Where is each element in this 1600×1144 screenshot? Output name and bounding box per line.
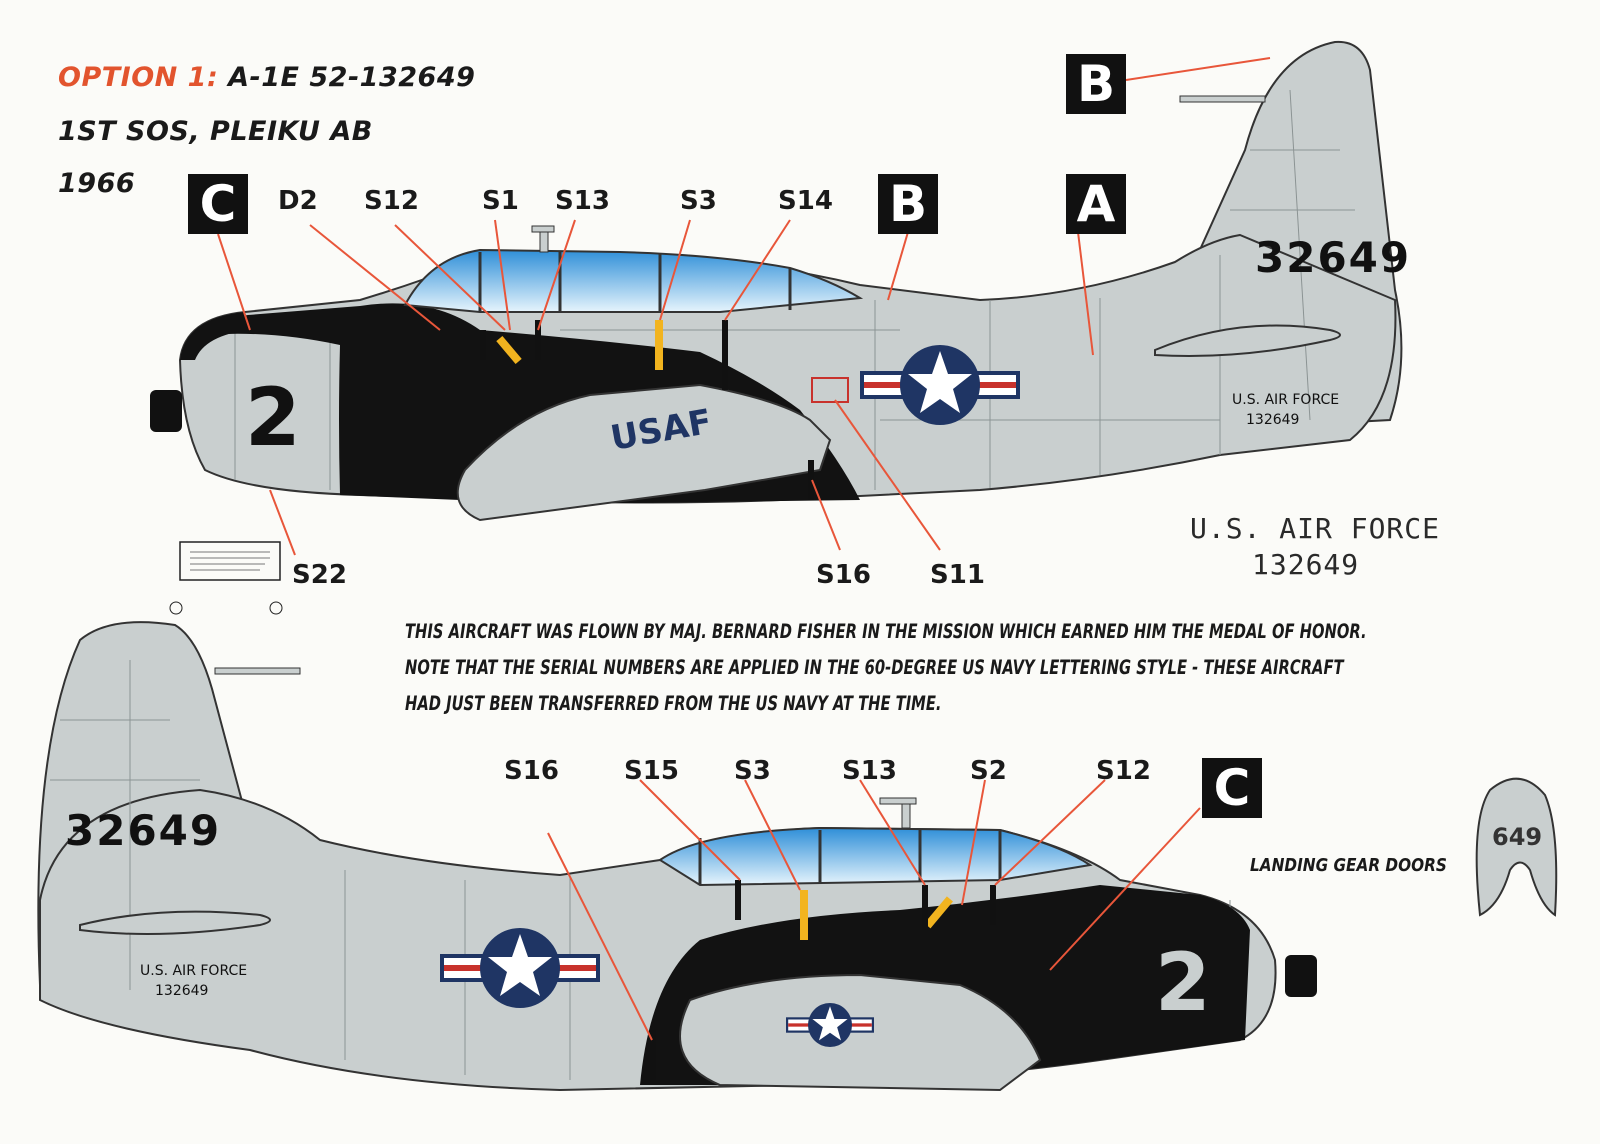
stencil-card <box>169 541 283 615</box>
bottom-aircraft-profile: 2 32649 U.S. AIR FORCE 132649 <box>37 621 1317 1092</box>
callout-s12-top: S12 <box>364 186 419 216</box>
callout-s3-bottom: S3 <box>734 756 771 786</box>
aircraft-serial: A-1E 52-132649 <box>228 62 476 93</box>
callout-s11: S11 <box>930 560 985 590</box>
bottom-canopy <box>658 826 1093 887</box>
bottom-prop-hub <box>1285 955 1317 997</box>
callout-s16-top: S16 <box>816 560 871 590</box>
callout-s12-bottom: S12 <box>1096 756 1151 786</box>
large-af-marking-line1: U.S. AIR FORCE <box>1190 512 1441 545</box>
bottom-box-label-c: C <box>1202 758 1262 818</box>
landing-gear-door: 649 <box>1475 777 1558 917</box>
bottom-tail-af-line2: 132649 <box>155 983 208 999</box>
bottom-nose-number: 2 <box>1155 936 1211 1029</box>
callout-s15: S15 <box>624 756 679 786</box>
top-callout-lines <box>217 57 1271 556</box>
top-box-label-c: C <box>188 174 248 234</box>
large-af-marking-line2: 132649 <box>1252 548 1360 581</box>
callout-s13-top: S13 <box>555 186 610 216</box>
top-wing <box>456 383 832 522</box>
top-tail-af-line1: U.S. AIR FORCE <box>1232 392 1339 408</box>
callout-s3-top: S3 <box>680 186 717 216</box>
landing-gear-doors-label: LANDING GEAR DOORS <box>1250 855 1447 876</box>
option-label: OPTION 1: <box>58 62 219 93</box>
top-box-label-b-canopy: B <box>878 174 938 234</box>
callout-d2: D2 <box>278 186 318 216</box>
note-line-2: NOTE THAT THE SERIAL NUMBERS ARE APPLIED… <box>405 656 1344 679</box>
top-tail-af-line2: 132649 <box>1246 412 1299 428</box>
top-prop-hub <box>150 390 182 432</box>
top-box-label-a: A <box>1066 174 1126 234</box>
callout-s22: S22 <box>292 560 347 590</box>
top-tail-number: 32649 <box>1255 233 1411 282</box>
callout-s14: S14 <box>778 186 833 216</box>
top-aircraft-profile: USAF 2 32649 U.S. AIR FORCE 132649 <box>150 40 1411 522</box>
header-line-1: OPTION 1: A-1E 52-132649 <box>58 62 475 93</box>
note-line-1: THIS AIRCRAFT WAS FLOWN BY MAJ. BERNARD … <box>405 620 1367 643</box>
top-box-label-b-tail: B <box>1066 54 1126 114</box>
callout-s16-bottom: S16 <box>504 756 559 786</box>
bottom-tail-number: 32649 <box>65 806 221 855</box>
gear-door-number: 649 <box>1492 823 1542 851</box>
callout-s1: S1 <box>482 186 519 216</box>
callout-s13-bottom: S13 <box>842 756 897 786</box>
top-canopy <box>403 248 864 313</box>
bottom-tail-af-line1: U.S. AIR FORCE <box>140 963 247 979</box>
year-line: 1966 <box>58 168 136 199</box>
callout-s2: S2 <box>970 756 1007 786</box>
top-nose-number: 2 <box>245 371 301 464</box>
unit-line: 1ST SOS, PLEIKU AB <box>58 116 373 147</box>
bottom-callout-lines <box>547 779 1201 1041</box>
note-line-3: HAD JUST BEEN TRANSFERRED FROM THE US NA… <box>405 692 942 715</box>
